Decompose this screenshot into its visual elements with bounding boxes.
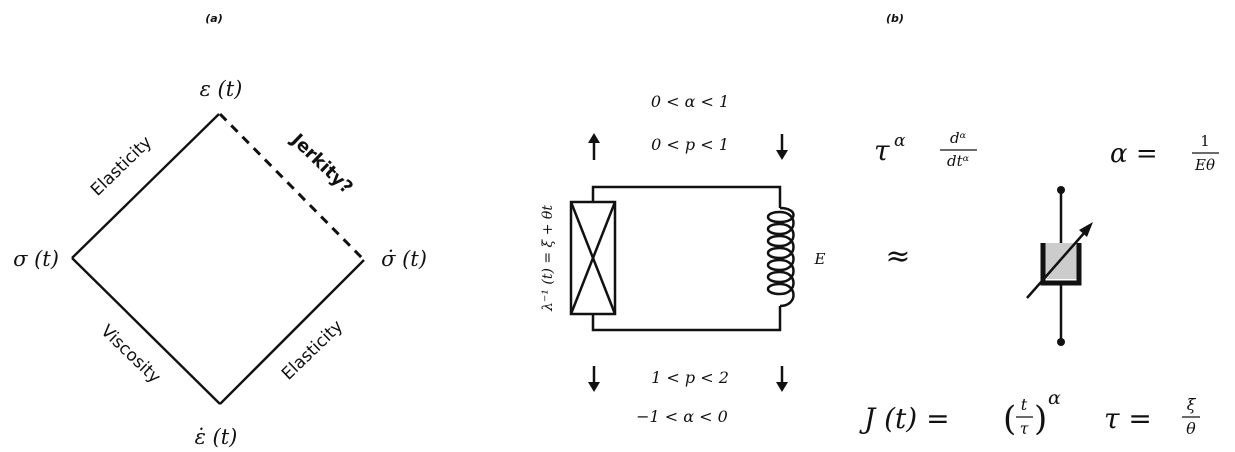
svg-text:): ) — [1034, 399, 1047, 439]
svg-text:α =: α = — [1110, 139, 1158, 169]
svg-text:τ: τ — [874, 134, 890, 167]
upper-p-range: 0 < p < 1 — [651, 135, 729, 154]
panel-b-label: (b) — [886, 12, 904, 25]
node-epsilon: ε (t) — [200, 77, 243, 101]
svg-text:τ =: τ = — [1104, 402, 1152, 435]
variable-element-box — [569, 200, 617, 316]
svg-text:ξ: ξ — [1187, 395, 1197, 414]
node-epsilon-dot: ε̇ (t) — [195, 425, 238, 449]
node-sigma-dot: σ̇ (t) — [381, 247, 427, 271]
edge-label-viscosity: Viscosity — [97, 321, 165, 387]
left-element-label: λ⁻¹ (t) = ξ + θt — [540, 205, 556, 312]
fractional-operator: τ α dᵅ dtᵅ — [874, 129, 977, 170]
edge-bottom-left — [71, 257, 221, 405]
approx-sign: ≈ — [885, 239, 910, 274]
panel-a-label: (a) — [205, 12, 222, 25]
svg-text:(: ( — [1003, 399, 1016, 439]
svg-text:J (t) =: J (t) = — [859, 402, 950, 435]
springpot-icon — [1026, 186, 1093, 346]
svg-text:τ: τ — [1020, 419, 1030, 438]
svg-text:α: α — [1048, 387, 1061, 409]
edge-label-jerkity: Jerkity? — [286, 128, 357, 198]
edge-label-elasticity-bottom: Elasticity — [278, 316, 347, 384]
svg-text:Eθ: Eθ — [1194, 156, 1215, 174]
spring-label: E — [814, 250, 826, 268]
edge-top-left — [71, 113, 220, 259]
spring-icon — [766, 206, 795, 308]
arrow-up-left-icon — [588, 133, 600, 160]
arrow-down-right-bottom-icon — [776, 366, 788, 392]
circuit-wires — [591, 185, 782, 332]
svg-text:α: α — [894, 131, 906, 151]
alpha-formula: α = 1 Eθ — [1110, 132, 1219, 174]
svg-text:dtᵅ: dtᵅ — [947, 152, 970, 170]
edge-label-elasticity-top: Elasticity — [87, 132, 156, 200]
svg-text:θ: θ — [1186, 419, 1196, 438]
creep-formula: J (t) = ( t τ ) α — [859, 387, 1061, 439]
arrow-down-right-top-icon — [776, 134, 788, 160]
svg-text:1: 1 — [1200, 132, 1210, 150]
edge-top-right-dashed — [218, 112, 366, 262]
edge-bottom-right — [219, 259, 365, 405]
node-sigma: σ (t) — [13, 247, 59, 271]
svg-text:t: t — [1021, 395, 1028, 414]
arrow-down-left-bottom-icon — [588, 366, 600, 392]
upper-alpha-range: 0 < α < 1 — [651, 92, 729, 111]
tau-formula: τ = ξ θ — [1104, 395, 1200, 438]
svg-text:dᵅ: dᵅ — [950, 129, 967, 147]
lower-alpha-range: −1 < α < 0 — [636, 407, 728, 426]
lower-p-range: 1 < p < 2 — [651, 368, 729, 387]
